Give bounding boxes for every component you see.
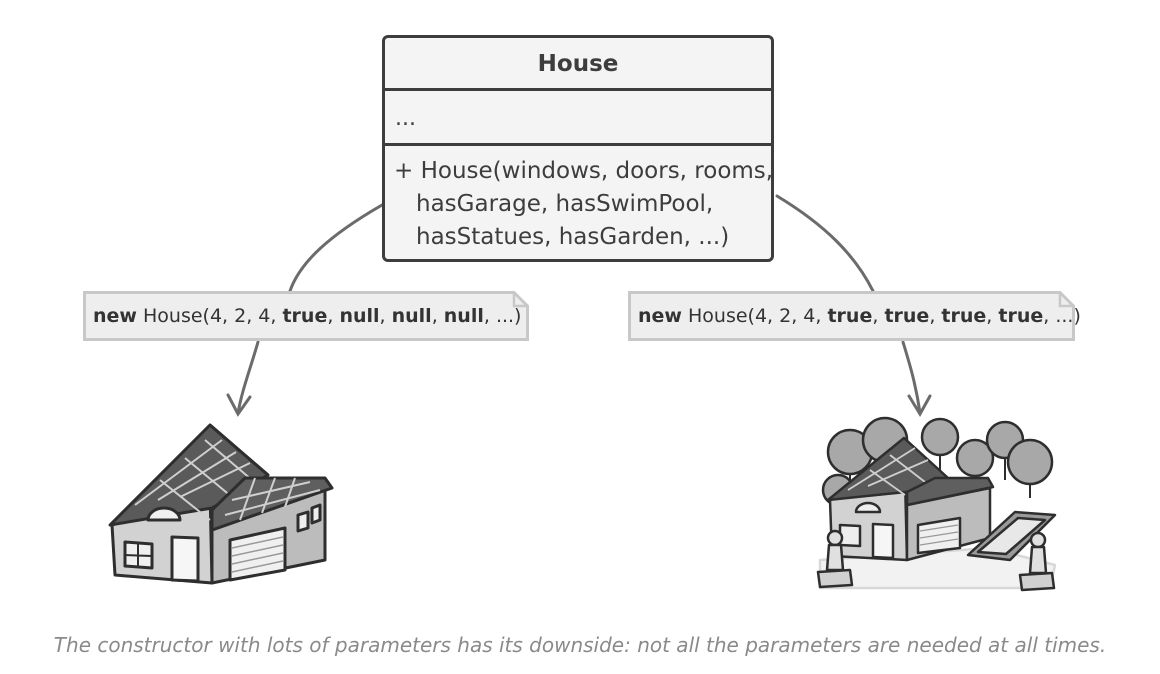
arrow-left-connector [288,203,384,293]
arrow-right-connector [775,194,875,293]
note-shape [628,291,1075,341]
class-methods: + House(windows, doors, rooms, hasGarage… [385,146,771,259]
arrow-right-head [907,394,932,417]
arrow-left-head [226,393,252,417]
house-class-box: House ... + House(windows, doors, rooms,… [382,35,774,262]
note-text: new House(4, 2, 4, true, null, null, nul… [93,305,522,327]
constructor-call-note-left: new House(4, 2, 4, true, null, null, nul… [83,291,529,341]
method-line: hasGarage, hasSwimPool, [416,191,714,217]
note-shape [83,291,529,341]
figure-caption: The constructor with lots of parameters … [53,633,1107,657]
note-text: new House(4, 2, 4, true, true, true, tru… [638,305,1081,327]
class-name: House [385,38,771,91]
method-line: + House(windows, doors, rooms, [394,158,774,184]
method-line: hasStatues, hasGarden, ...) [416,224,730,250]
constructor-call-note-right: new House(4, 2, 4, true, true, true, tru… [628,291,1081,341]
arrow-left-connector-lower [236,340,260,415]
class-fields: ... [385,91,771,146]
arrow-right-connector-lower [901,340,922,415]
